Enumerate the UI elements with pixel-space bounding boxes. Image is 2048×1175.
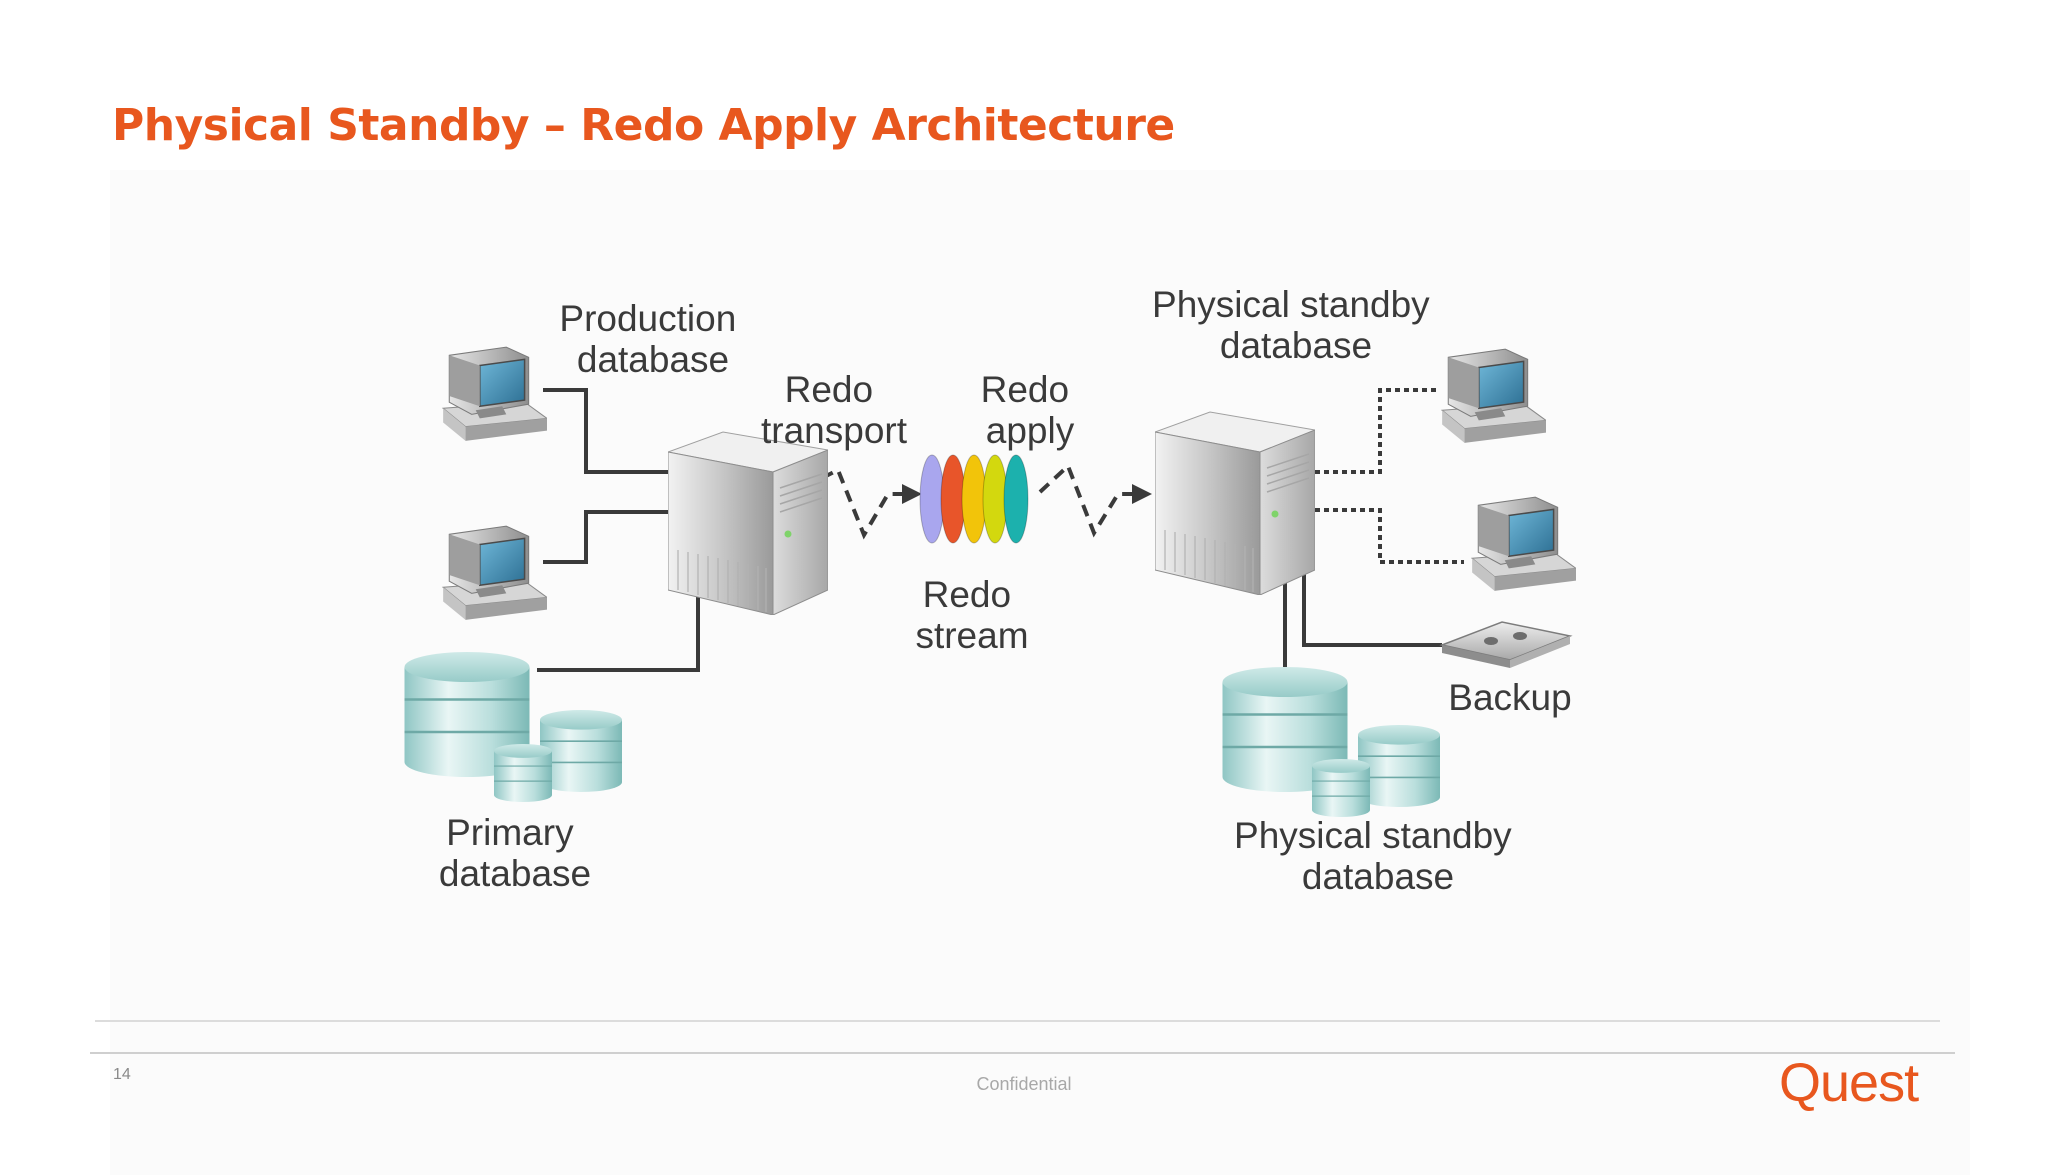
redo-disc-2 bbox=[940, 454, 966, 544]
redo-disc-3 bbox=[961, 454, 987, 544]
standby-dotted-lines bbox=[1315, 388, 1464, 564]
redo-disc-5 bbox=[1003, 454, 1029, 544]
standby-server-icon bbox=[1155, 411, 1315, 595]
footer-divider-bottom bbox=[90, 1052, 1955, 1054]
redo-apply-label: Redo apply bbox=[981, 369, 1080, 451]
redo-stream-discs-icon bbox=[919, 454, 1029, 544]
primary-database-label: Primary database bbox=[439, 812, 591, 894]
standby-database-icon bbox=[1223, 667, 1441, 817]
primary-database-icon bbox=[405, 652, 623, 802]
page-number: 14 bbox=[113, 1066, 131, 1083]
standby-monitor-icon-1 bbox=[1441, 348, 1546, 444]
redo-disc-1 bbox=[919, 454, 945, 544]
tape-backup-icon bbox=[1439, 621, 1573, 668]
quest-logo: Quest bbox=[1775, 1052, 1975, 1142]
primary-server-icon bbox=[668, 431, 828, 615]
confidential-label: Confidential bbox=[976, 1074, 1072, 1094]
quest-logo-wordmark: Quest bbox=[1779, 1053, 1919, 1113]
footer-divider-top bbox=[95, 1020, 1940, 1022]
redo-disc-4 bbox=[982, 454, 1008, 544]
standby-database-top-label: Physical standby database bbox=[1152, 284, 1440, 366]
client-monitor-icon-1 bbox=[442, 346, 547, 442]
client-monitor-icon-2 bbox=[442, 525, 547, 621]
standby-monitor-icon-2 bbox=[1471, 496, 1576, 592]
redo-transport-label: Redo transport bbox=[761, 369, 908, 451]
redo-flow-arrows bbox=[821, 462, 1152, 540]
standby-database-bottom-label: Physical standby database bbox=[1234, 815, 1522, 897]
production-database-label: Production database bbox=[559, 298, 746, 380]
backup-label: Backup bbox=[1448, 677, 1571, 718]
slide-title: Physical Standby – Redo Apply Architectu… bbox=[112, 100, 1175, 151]
redo-stream-label: Redo stream bbox=[915, 574, 1028, 656]
